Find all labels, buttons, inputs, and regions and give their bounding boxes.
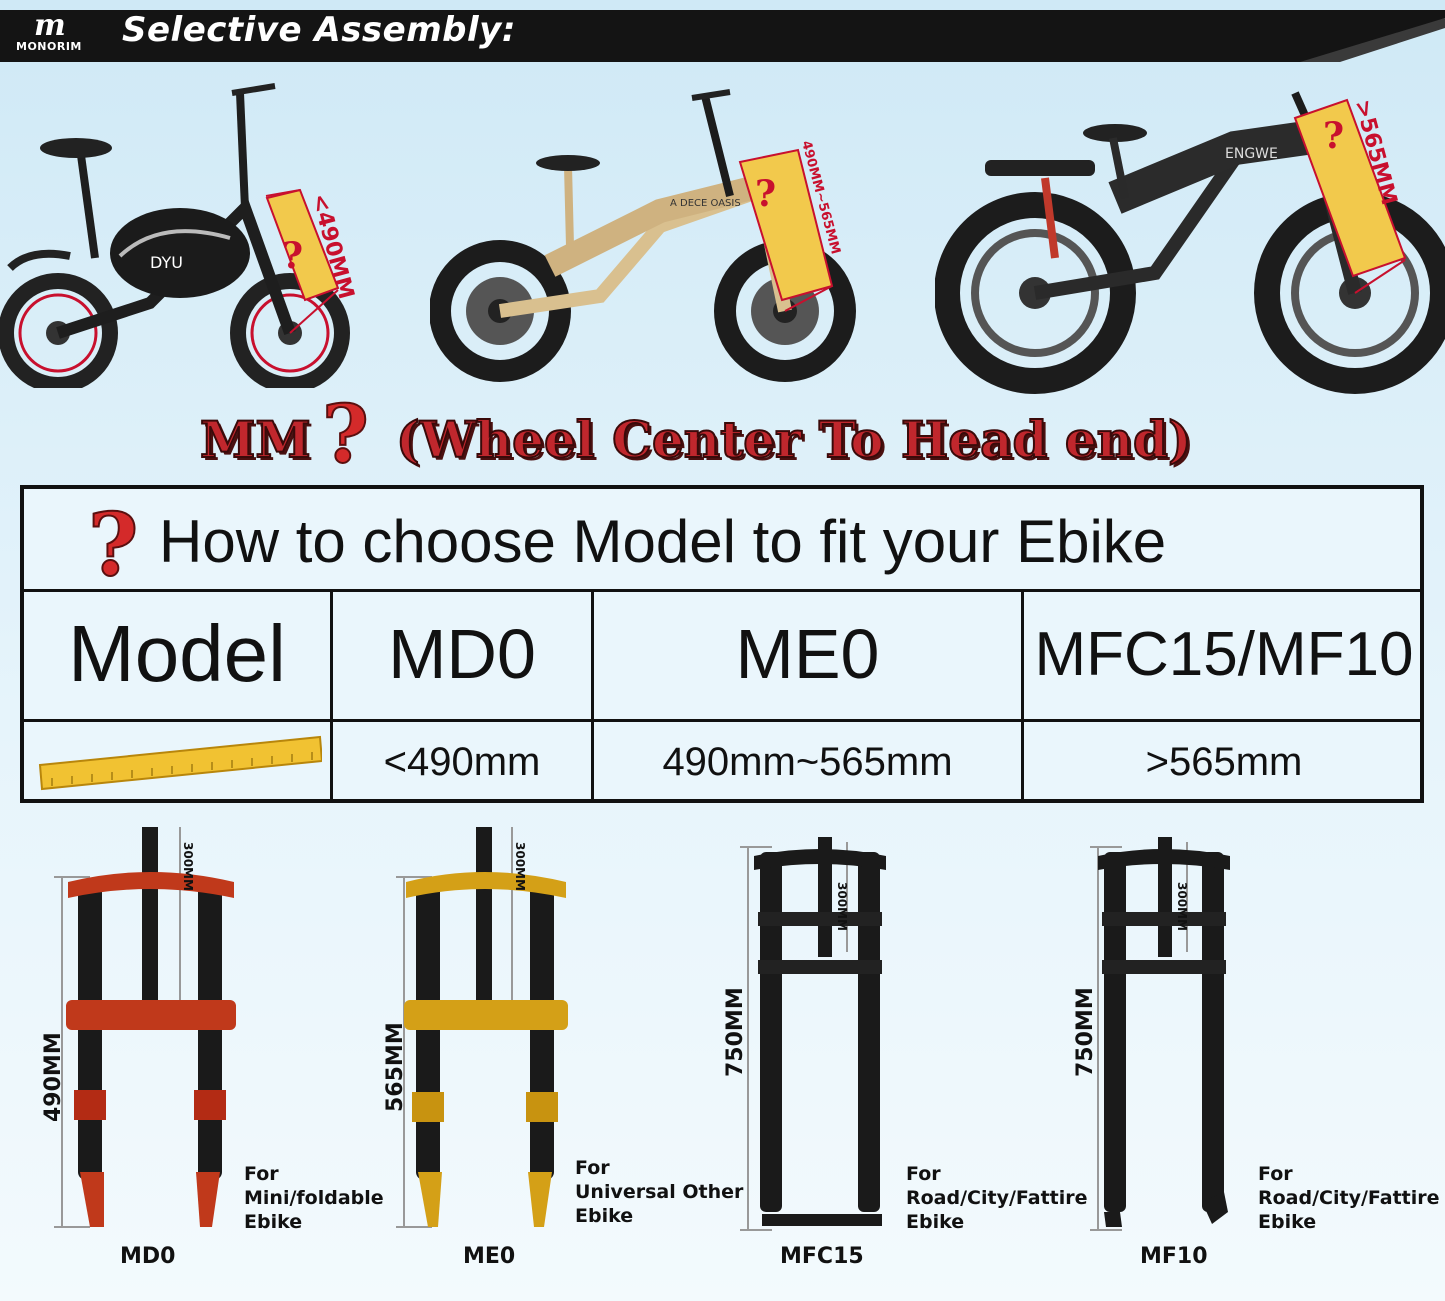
table-range-mfc15-mf10: >565mm bbox=[1145, 740, 1303, 784]
fork-usage-me0: For Universal Other Ebike bbox=[575, 1157, 744, 1227]
table-question-row: ? How to choose Model to fit your Ebike bbox=[24, 489, 1420, 592]
fork-top-dim-mfc15: 300MM bbox=[835, 882, 849, 931]
svg-text:?: ? bbox=[282, 235, 303, 277]
model-selection-table: ? How to choose Model to fit your Ebike … bbox=[20, 485, 1424, 803]
ruler-graphic bbox=[38, 735, 322, 790]
header-banner: m MONORIM Selective Assembly: bbox=[0, 0, 1445, 62]
measurement-subtitle: MM ? (Wheel Center To Head end) bbox=[199, 396, 1280, 484]
divider bbox=[1021, 589, 1024, 803]
page-title: Selective Assembly: bbox=[122, 10, 516, 50]
fork-length-mfc15: 750MM bbox=[723, 987, 748, 1077]
table-range-md0: <490mm bbox=[383, 740, 541, 784]
subtitle-unit: MM bbox=[199, 409, 312, 470]
header-bar bbox=[0, 10, 1445, 62]
divider bbox=[591, 589, 594, 803]
brand-logo: m MONORIM bbox=[6, 8, 116, 56]
subtitle-text: (Wheel Center To Head end) bbox=[395, 409, 1193, 470]
svg-text:?: ? bbox=[1323, 115, 1344, 157]
fork-top-dim-me0: 300MM bbox=[513, 842, 527, 891]
fork-length-me0: 565MM bbox=[383, 1022, 408, 1112]
fork-image-me0: 300MM 565MM bbox=[383, 827, 568, 1228]
question-icon: ? bbox=[87, 501, 139, 585]
question-icon: ? bbox=[321, 396, 370, 476]
fork-top-dim-mf10: 300MM bbox=[1175, 882, 1189, 931]
table-range-me0: 490mm~565mm bbox=[662, 740, 953, 784]
bike-brand-engwe: ENGWE bbox=[1225, 146, 1278, 162]
divider bbox=[330, 589, 333, 803]
fork-name-md0: MD0 bbox=[120, 1244, 176, 1269]
fork-name-mf10: MF10 bbox=[1140, 1244, 1208, 1269]
bike-brand-ado: A DECE OASIS bbox=[670, 198, 741, 209]
fork-length-mf10: 750MM bbox=[1073, 987, 1098, 1077]
fork-name-me0: ME0 bbox=[463, 1244, 516, 1269]
bike-brand-dyu: DYU bbox=[150, 253, 183, 272]
table-model-md0: MD0 bbox=[388, 615, 536, 693]
fork-usage-mf10: For Road/City/Fattire Ebike bbox=[1258, 1163, 1440, 1233]
ruler-icon bbox=[24, 722, 330, 803]
fork-name-mfc15: MFC15 bbox=[780, 1244, 864, 1269]
logo-text: MONORIM bbox=[16, 40, 82, 53]
fork-usage-md0: For Mini/foldable Ebike bbox=[244, 1163, 384, 1233]
divider bbox=[24, 719, 1420, 722]
table-model-header: Model bbox=[68, 609, 286, 698]
fork-image-mf10: 300MM 750MM bbox=[1073, 837, 1230, 1231]
table-question: How to choose Model to fit your Ebike bbox=[159, 508, 1167, 575]
bike-image-dyu: DYU ? <490MM bbox=[0, 83, 358, 388]
fork-length-md0: 490MM bbox=[41, 1032, 66, 1122]
svg-text:?: ? bbox=[88, 501, 138, 585]
fork-image-mfc15: 300MM 750MM bbox=[723, 837, 886, 1231]
fork-usage-mfc15: For Road/City/Fattire Ebike bbox=[906, 1163, 1088, 1233]
fork-top-dim-md0: 300MM bbox=[181, 842, 195, 891]
svg-text:?: ? bbox=[755, 173, 776, 215]
table-model-me0: ME0 bbox=[735, 615, 880, 693]
table-model-mfc15-mf10: MFC15/MF10 bbox=[1034, 619, 1414, 689]
logo-mark: m bbox=[34, 8, 66, 43]
fork-image-md0: 300MM 490MM bbox=[41, 827, 236, 1228]
bike-image-ado: A DECE OASIS ? 490MM~565MM bbox=[430, 89, 856, 382]
svg-text:?: ? bbox=[322, 396, 369, 476]
bike-image-engwe: ENGWE ? >565MM bbox=[935, 91, 1445, 394]
